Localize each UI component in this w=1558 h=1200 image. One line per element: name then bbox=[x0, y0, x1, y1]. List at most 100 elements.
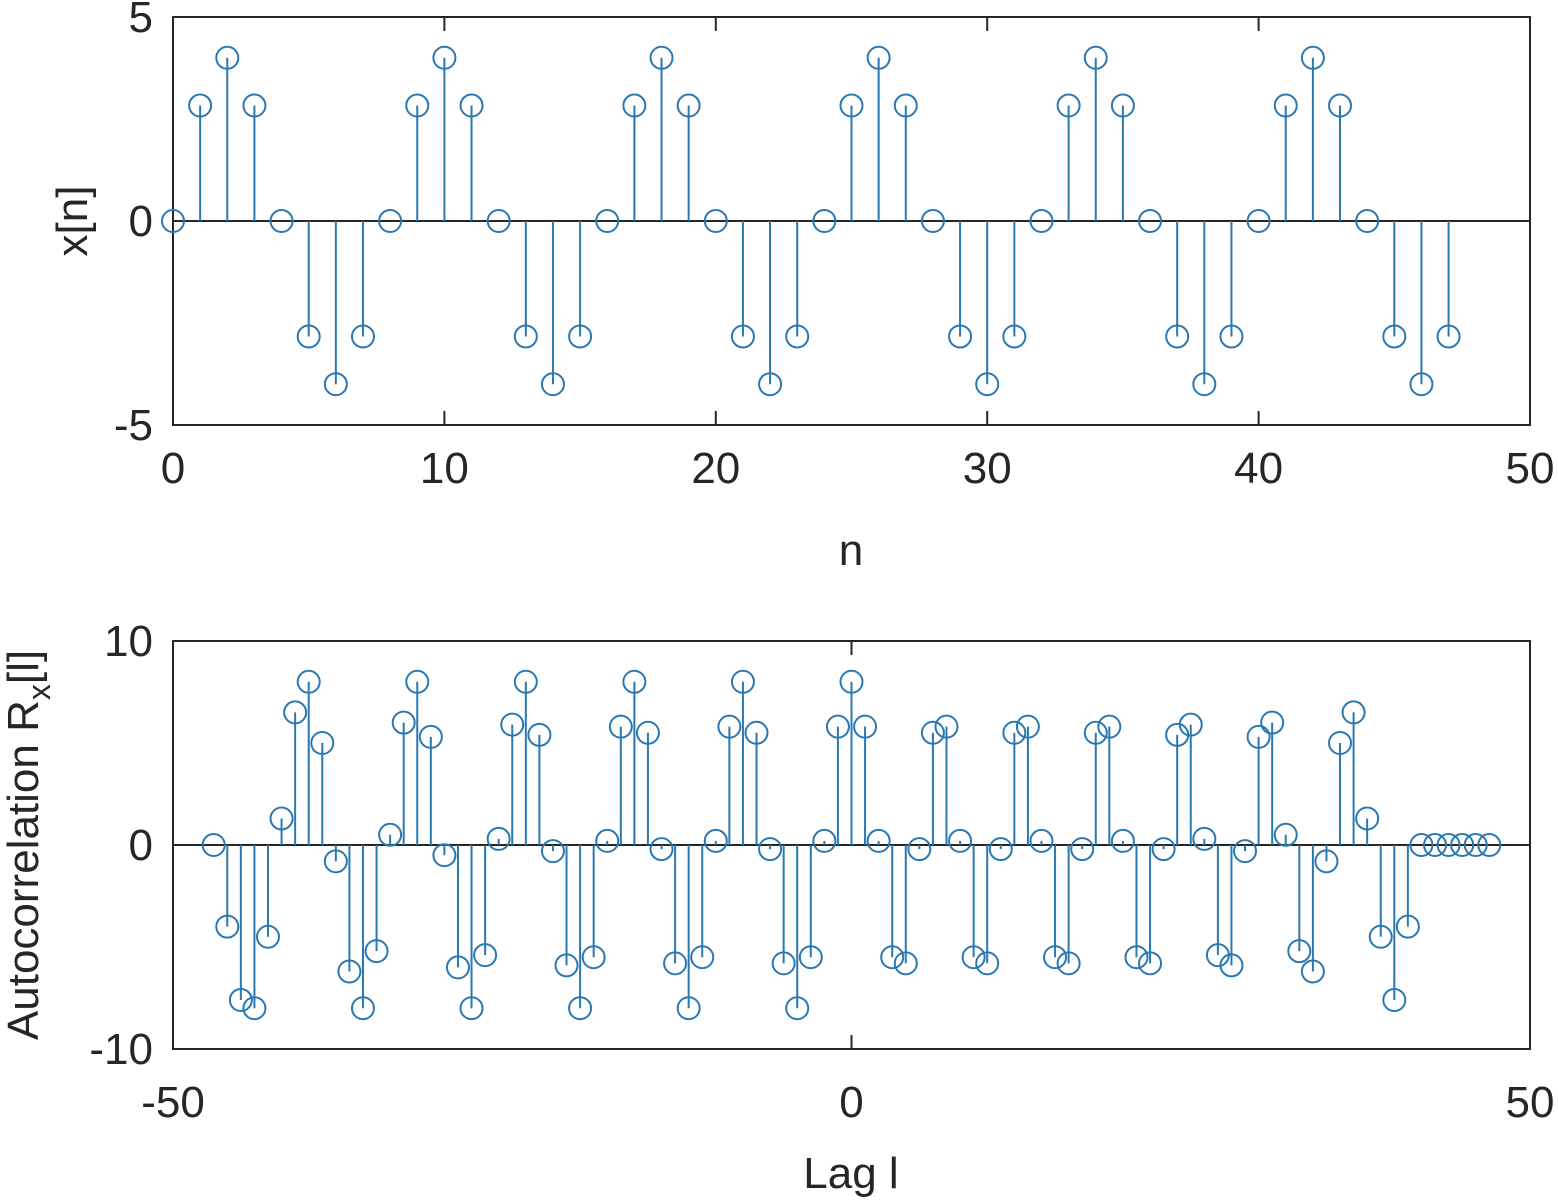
stem-marker bbox=[1192, 826, 1217, 851]
stem-marker bbox=[418, 724, 443, 749]
stem-marker bbox=[1477, 833, 1502, 857]
x-tick-label: 0 bbox=[839, 1078, 863, 1127]
stem-marker bbox=[405, 93, 430, 118]
stem-marker bbox=[812, 828, 837, 853]
stem-marker bbox=[785, 324, 810, 349]
bottom-stems bbox=[201, 669, 1502, 1021]
stem-marker bbox=[513, 324, 538, 349]
stem-marker bbox=[1300, 45, 1325, 70]
stem-marker bbox=[893, 93, 918, 118]
stem-marker bbox=[1355, 209, 1380, 233]
stem-marker bbox=[1002, 324, 1027, 349]
stem-marker bbox=[880, 945, 905, 970]
stem-marker bbox=[1029, 209, 1054, 233]
stem-marker bbox=[1328, 93, 1353, 118]
stem-marker bbox=[1002, 720, 1027, 745]
stem-marker bbox=[269, 209, 294, 233]
stem-marker bbox=[1138, 951, 1163, 976]
y-tick-label: 0 bbox=[129, 821, 153, 870]
x-tick-label: 20 bbox=[691, 444, 740, 493]
stem-marker bbox=[961, 945, 986, 970]
stem-marker bbox=[228, 988, 253, 1013]
stem-marker bbox=[1015, 714, 1040, 739]
stem-marker bbox=[663, 951, 688, 976]
stem-marker bbox=[161, 209, 185, 233]
stem-marker bbox=[554, 953, 579, 978]
stem-marker bbox=[758, 837, 783, 862]
stem-marker bbox=[1192, 372, 1217, 397]
stem-marker bbox=[188, 93, 213, 118]
stem-marker bbox=[785, 996, 810, 1021]
stem-marker bbox=[1124, 945, 1149, 970]
stem-marker bbox=[323, 372, 348, 397]
top-y-axis-label: x[n] bbox=[48, 186, 97, 257]
y-label-main: Autocorrelation R bbox=[0, 700, 48, 1040]
stem-marker bbox=[771, 951, 796, 976]
stem-marker bbox=[445, 955, 470, 980]
stem-marker bbox=[1219, 324, 1244, 349]
stem-marker bbox=[595, 209, 620, 233]
stem-marker bbox=[269, 806, 294, 831]
stem-marker bbox=[1110, 828, 1135, 853]
stem-marker bbox=[622, 93, 647, 118]
bottom-ticks bbox=[172, 640, 1531, 1050]
bottom-y-axis-label: Autocorrelation Rx[l] bbox=[0, 650, 57, 1040]
stem-marker bbox=[975, 951, 1000, 976]
stem-marker bbox=[310, 731, 335, 755]
stem-marker bbox=[920, 720, 945, 745]
x-tick-label: 50 bbox=[1506, 1078, 1555, 1127]
stem-marker bbox=[1382, 988, 1407, 1013]
stem-marker bbox=[255, 924, 280, 949]
stem-marker bbox=[432, 843, 457, 868]
x-tick-label: 0 bbox=[161, 444, 185, 493]
stem-marker bbox=[432, 45, 457, 70]
x-tick-label: -50 bbox=[141, 1078, 205, 1127]
stem-marker bbox=[296, 324, 321, 349]
stem-marker bbox=[839, 669, 864, 694]
stem-marker bbox=[1436, 833, 1461, 857]
stem-marker bbox=[812, 209, 837, 233]
stem-marker bbox=[1409, 833, 1434, 857]
stem-marker bbox=[948, 828, 973, 853]
stem-marker bbox=[1368, 924, 1393, 949]
stem-marker bbox=[1287, 939, 1312, 964]
stem-marker bbox=[378, 209, 403, 233]
stem-marker bbox=[798, 945, 823, 970]
stem-marker bbox=[1395, 914, 1420, 939]
stem-marker bbox=[405, 669, 430, 694]
stem-marker bbox=[513, 669, 538, 694]
stem-marker bbox=[825, 714, 850, 739]
y-tick-label: 10 bbox=[104, 617, 153, 666]
stem-marker bbox=[364, 939, 389, 964]
stem-marker bbox=[323, 849, 348, 874]
stem-marker bbox=[866, 828, 891, 853]
stem-marker bbox=[907, 837, 932, 862]
stem-marker bbox=[635, 720, 660, 745]
y-label-subscript: x bbox=[21, 684, 57, 700]
stem-marker bbox=[473, 943, 498, 968]
stem-marker bbox=[649, 837, 674, 862]
stem-marker bbox=[1314, 849, 1339, 874]
stem-marker bbox=[703, 209, 728, 233]
stem-marker bbox=[690, 945, 715, 970]
stem-marker bbox=[1097, 714, 1122, 739]
stem-marker bbox=[459, 996, 484, 1021]
stem-marker bbox=[568, 996, 593, 1021]
stem-marker bbox=[1382, 324, 1407, 349]
stem-marker bbox=[391, 710, 416, 735]
stem-marker bbox=[296, 669, 321, 694]
stem-marker bbox=[459, 93, 484, 118]
stem-marker bbox=[1355, 806, 1380, 831]
stem-marker bbox=[1300, 959, 1325, 984]
stem-marker bbox=[649, 45, 674, 70]
stem-marker bbox=[1219, 953, 1244, 978]
stem-marker bbox=[1151, 837, 1176, 862]
stem-marker bbox=[242, 93, 267, 118]
stem-marker bbox=[608, 714, 633, 739]
stem-marker bbox=[1056, 93, 1081, 118]
stem-marker bbox=[1409, 372, 1434, 397]
stem-marker bbox=[1138, 209, 1163, 233]
stem-marker bbox=[1260, 710, 1285, 735]
